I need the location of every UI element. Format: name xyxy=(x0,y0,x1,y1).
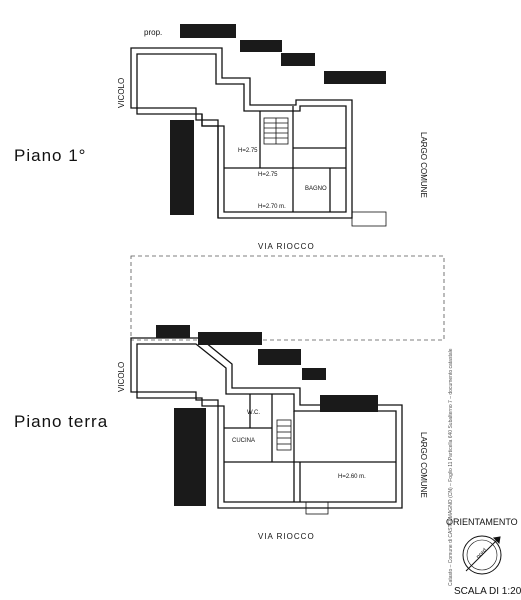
ground-floor-plan xyxy=(130,337,403,515)
ground-floor-street-bottom: VIA RIOCCO xyxy=(258,532,315,541)
first-floor-street-bottom: VIA RIOCCO xyxy=(258,242,315,251)
ground-floor-street-left: VICOLO xyxy=(117,361,126,392)
compass xyxy=(462,535,502,575)
ground-floor-title: Piano terra xyxy=(14,412,109,431)
ground-floor-stairs xyxy=(276,419,292,451)
first-floor-balcony xyxy=(351,211,387,227)
cadastral-side-note: Catasto – Comune di CASTELMAGNO (CN) – F… xyxy=(448,348,454,586)
first-floor-height-label: H=2.70 m. xyxy=(258,204,286,210)
first-floor-outer-wall xyxy=(130,47,353,219)
first-floor-plan xyxy=(130,47,387,227)
first-floor-room-bath: BAGNO xyxy=(305,186,327,192)
orientation-label: ORIENTAMENTO xyxy=(446,517,518,527)
scale-label: SCALA DI 1:20 xyxy=(454,586,521,597)
first-floor-stairs xyxy=(263,117,289,145)
first-floor-left-wall xyxy=(201,114,219,218)
first-floor-prop-label: prop. xyxy=(144,28,163,37)
first-floor-title: Piano 1° xyxy=(14,146,87,165)
ground-floor-redactions xyxy=(156,325,378,506)
first-floor-street-left: VICOLO xyxy=(117,77,126,108)
ground-floor-step xyxy=(305,501,329,515)
first-floor-redactions xyxy=(170,24,386,215)
ground-floor-street-right: LARGO COMUNE xyxy=(419,432,428,498)
courtyard-outline xyxy=(130,255,445,341)
first-floor-street-right: LARGO COMUNE xyxy=(419,132,428,198)
ground-floor-room-kitchen: CUCINA xyxy=(232,438,256,444)
ground-floor-outer-wall xyxy=(130,337,403,509)
ground-floor-height-label: H=2.60 m. xyxy=(338,474,366,480)
ground-floor-inner-wall xyxy=(136,343,397,503)
first-floor-height-label: H=2.75 xyxy=(238,148,258,154)
ground-floor-room-wc: W.C. xyxy=(247,410,260,416)
first-floor-height-label: H=2.75 xyxy=(258,172,278,178)
